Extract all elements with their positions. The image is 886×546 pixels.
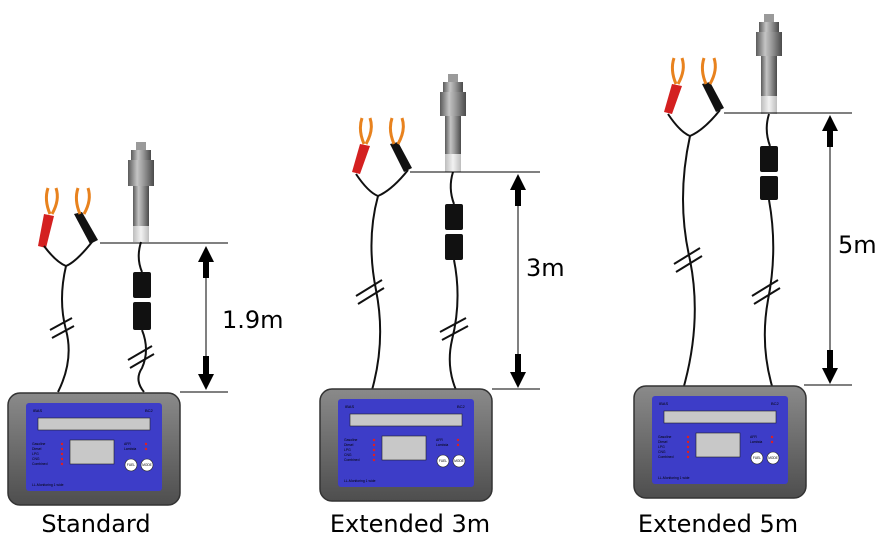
mode-button: [140, 458, 154, 472]
extension-connector: [760, 146, 778, 200]
unit-label: AFR: [436, 438, 443, 442]
top-display: [37, 417, 151, 431]
unit-label: AFR: [124, 442, 131, 446]
mode-label: CNG: [344, 453, 352, 457]
device-footer: LL-Monitoring 1 wide: [344, 479, 376, 483]
device-brand: IBAS: [345, 404, 354, 409]
mode-label: Gasoline: [32, 442, 45, 446]
mode-label: LPG: [344, 448, 351, 452]
device-footer: LL-Monitoring 1 wide: [658, 476, 690, 480]
cable-break-mark: [127, 345, 155, 369]
arrow-up: [198, 246, 214, 278]
monitor-device: IBAS BC2 Gasoline Diesel LPG CNG Combine…: [319, 388, 493, 502]
caption: Standard: [41, 510, 150, 538]
mode-button-label: MODE: [142, 463, 152, 467]
clamp-wire-join: [43, 241, 93, 268]
main-display: [695, 432, 741, 458]
mode-label: Combined: [658, 455, 674, 459]
device-model: BC2: [457, 404, 466, 409]
sensor-cable-top: [137, 241, 143, 273]
mode-label: Gasoline: [658, 435, 671, 439]
mode-label: Combined: [32, 462, 48, 466]
lambda-sensor: [756, 14, 782, 114]
sensor-cable-top: [765, 113, 771, 147]
cable-break-mark: [355, 279, 385, 305]
mode-label: Gasoline: [344, 438, 357, 442]
caption: Extended 3m: [330, 510, 490, 538]
mode-button-label: MODE: [768, 456, 778, 460]
height-label: 5m: [838, 231, 877, 259]
main-display: [69, 439, 115, 465]
arrow-down: [822, 350, 838, 384]
mode-label: Combined: [344, 458, 360, 462]
unit-label: Lambda: [750, 440, 762, 444]
cable-break-mark: [49, 317, 75, 339]
unit-label: AFR: [750, 435, 757, 439]
mode-label: Diesel: [658, 440, 668, 444]
black-clamp: [388, 117, 412, 172]
clamp-wire-join: [667, 109, 721, 138]
indicator-leds: [372, 438, 460, 462]
device-model: BC2: [771, 401, 780, 406]
top-display: [349, 413, 463, 427]
height-label: 3m: [526, 254, 565, 282]
fuel-button-label: FUEL: [127, 463, 135, 467]
unit-label: Lambda: [436, 443, 448, 447]
lambda-sensor: [440, 74, 466, 172]
mode-label: CNG: [658, 450, 666, 454]
cable-break-mark: [673, 247, 703, 273]
mode-label: LPG: [32, 452, 39, 456]
main-display: [381, 435, 427, 461]
red-clamp: [38, 187, 59, 248]
clamp-wire-join: [355, 169, 409, 198]
device-brand: IBAS: [659, 401, 668, 406]
caption: Extended 5m: [638, 510, 798, 538]
power-cable: [370, 195, 382, 391]
sensor-cable-top: [449, 171, 455, 205]
monitor-device: IBAS BC2 Gasoline Diesel LPG CNG Combine…: [633, 385, 807, 499]
fuel-button: [750, 451, 764, 465]
monitor-device: IBAS BC2 Gasoline Diesel LPG CNG Combine…: [7, 392, 181, 506]
power-cable: [682, 135, 696, 387]
fuel-button: [436, 454, 450, 468]
sensor-cable-bottom: [137, 329, 147, 393]
top-display: [663, 410, 777, 424]
device-footer: LL-Monitoring 1 wide: [32, 483, 64, 487]
lambda-sensor: [128, 142, 154, 242]
arrow-up: [822, 115, 838, 147]
panel-standard: 1.9m IBAS BC2 Gasoline Diesel LPG CNG Co…: [7, 142, 284, 538]
arrow-up: [510, 174, 526, 206]
mode-label: Diesel: [32, 447, 42, 451]
panel-extended-5m: 5m IBAS BC2 Gasoline Diesel LPG CNG Comb…: [633, 14, 877, 538]
fuel-button-label: FUEL: [753, 456, 761, 460]
fuel-button: [124, 458, 138, 472]
fuel-button-label: FUEL: [439, 459, 447, 463]
height-label: 1.9m: [222, 306, 284, 334]
extension-connector: [133, 272, 151, 330]
mode-button: [452, 454, 466, 468]
unit-label: Lambda: [124, 447, 136, 451]
sensor-cable-bottom: [763, 199, 775, 387]
arrow-down: [510, 354, 526, 388]
mode-label: Diesel: [344, 443, 354, 447]
sensor-cable-bottom: [448, 259, 459, 391]
black-clamp: [74, 187, 98, 244]
mode-button-label: MODE: [454, 459, 464, 463]
panel-extended-3m: 3m IBAS BC2 Gasoline Diesel LPG CNG Comb…: [319, 74, 565, 538]
indicator-leds: [60, 442, 148, 466]
mode-button: [766, 451, 780, 465]
indicator-leds: [686, 435, 774, 459]
extension-connector: [445, 204, 463, 260]
cable-break-mark: [439, 317, 469, 341]
cable-break-mark: [751, 279, 781, 305]
mode-label: CNG: [32, 457, 40, 461]
mode-label: LPG: [658, 445, 665, 449]
arrow-down: [198, 356, 214, 390]
device-model: BC2: [145, 408, 154, 413]
red-clamp: [664, 57, 685, 114]
device-brand: IBAS: [33, 408, 42, 413]
red-clamp: [352, 117, 373, 174]
black-clamp: [700, 57, 724, 112]
